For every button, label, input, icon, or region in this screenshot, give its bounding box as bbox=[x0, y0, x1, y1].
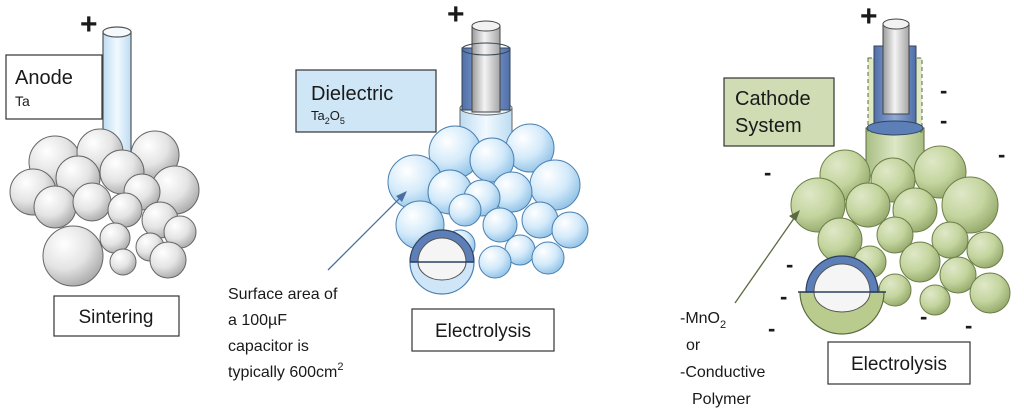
sintering-label: Sintering bbox=[79, 307, 154, 328]
cathode-coated-spheres bbox=[790, 145, 1011, 334]
minus-sign: - bbox=[768, 316, 775, 341]
anode-title: Anode bbox=[15, 67, 73, 89]
cathode-label-box: Cathode System bbox=[723, 77, 835, 147]
anode-sintered-spheres bbox=[9, 128, 200, 287]
cathode-minus-signs: - - - - - - - - - bbox=[764, 78, 1005, 341]
cathode-material-note: -MnO2 or -Conductive Polymer bbox=[680, 310, 765, 408]
minus-sign: - bbox=[965, 313, 972, 338]
cathode-title-line-2: System bbox=[735, 115, 802, 137]
anode-label-box: Anode Ta bbox=[5, 54, 103, 120]
cathode-plus-sign: + bbox=[860, 0, 878, 33]
minus-sign: - bbox=[998, 142, 1005, 167]
dielectric-label-box: Dielectric Ta2O5 bbox=[295, 69, 437, 133]
note-line-2: a 100µF bbox=[228, 312, 287, 329]
panel-cathode: + bbox=[680, 0, 1011, 408]
electrolysis-label-1: Electrolysis bbox=[435, 321, 531, 342]
or-label: or bbox=[686, 337, 701, 354]
electrolysis-step-box-2: Electrolysis bbox=[827, 341, 971, 385]
minus-sign: - bbox=[780, 284, 787, 309]
surface-area-pointer bbox=[327, 191, 407, 271]
surface-area-note: Surface area of a 100µF capacitor is typ… bbox=[228, 286, 344, 381]
note-line-1: Surface area of bbox=[228, 286, 338, 303]
panel-dielectric: + bbox=[228, 0, 589, 381]
sintering-step-box: Sintering bbox=[53, 295, 180, 337]
minus-sign: - bbox=[764, 160, 771, 185]
minus-sign: - bbox=[940, 78, 947, 103]
note-line-4: typically 600cm2 bbox=[228, 361, 344, 381]
conductive-label: -Conductive bbox=[680, 364, 765, 381]
cathode-cutaway-sphere bbox=[798, 255, 886, 335]
mno2-label: -MnO2 bbox=[680, 310, 726, 331]
polymer-label: Polymer bbox=[692, 391, 751, 408]
anode-plus-sign: + bbox=[80, 8, 98, 41]
note-line-3: capacitor is bbox=[228, 338, 309, 355]
dielectric-material: Ta2O5 bbox=[311, 108, 345, 126]
dielectric-title: Dielectric bbox=[311, 83, 393, 105]
electrolysis-step-box-1: Electrolysis bbox=[411, 308, 555, 352]
minus-sign: - bbox=[940, 108, 947, 133]
minus-sign: - bbox=[920, 304, 927, 329]
electrolysis-label-2: Electrolysis bbox=[851, 354, 947, 375]
anode-material: Ta bbox=[15, 93, 30, 109]
panel-anode: + An bbox=[5, 8, 200, 337]
cathode-wire bbox=[865, 18, 925, 177]
minus-sign: - bbox=[786, 252, 793, 277]
cathode-title-line-1: Cathode bbox=[735, 88, 811, 110]
cathode-material-pointer bbox=[734, 210, 800, 304]
dielectric-plus-sign: + bbox=[447, 0, 465, 31]
dielectric-cutaway-sphere bbox=[409, 229, 475, 295]
